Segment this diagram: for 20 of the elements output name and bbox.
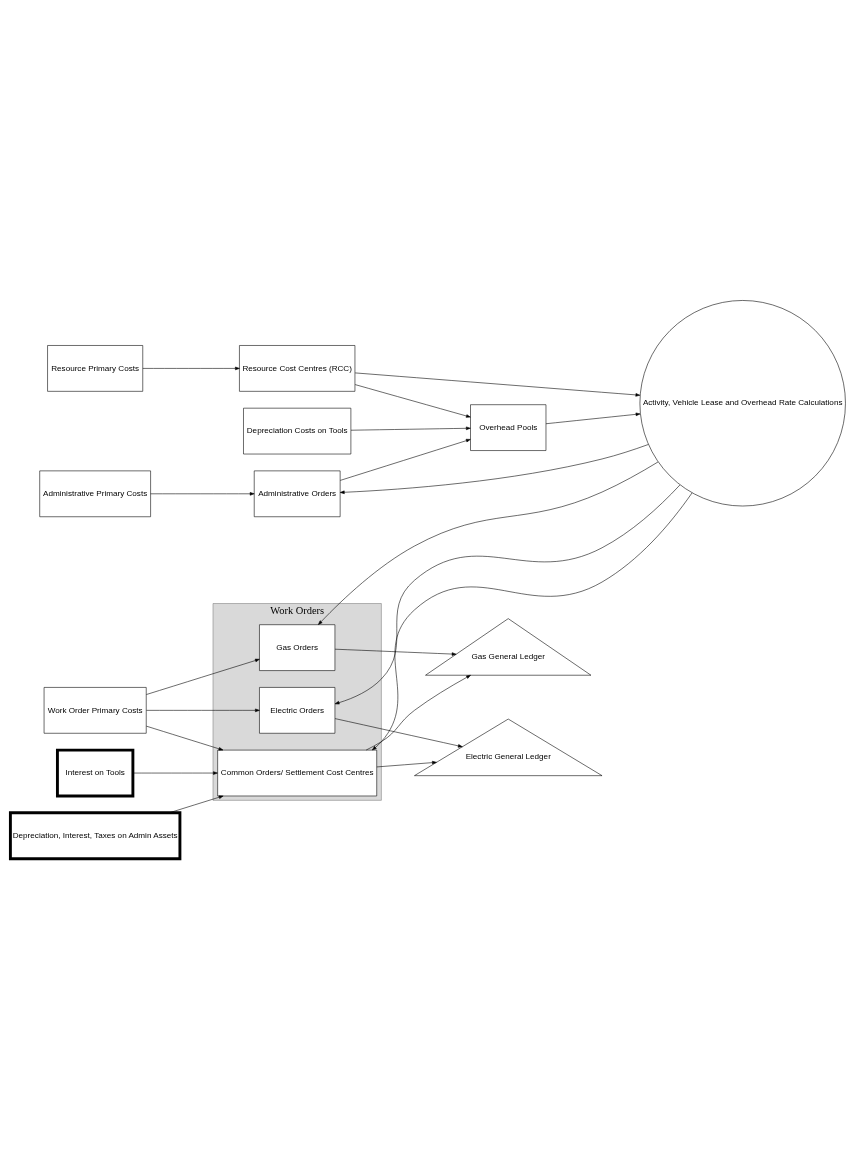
arrow [334, 484, 681, 705]
arrow [318, 461, 659, 625]
arrow [146, 708, 260, 713]
arrow [146, 658, 260, 695]
arrow [371, 492, 693, 751]
arrow [365, 674, 471, 751]
arrow [169, 795, 224, 814]
arrow [142, 366, 240, 371]
arrow [339, 444, 649, 494]
arrow [146, 725, 224, 751]
arrow [150, 492, 255, 496]
arrow [132, 771, 218, 775]
arrow [334, 718, 463, 748]
arrow [354, 384, 471, 418]
arrow [339, 438, 471, 481]
arrow [376, 760, 437, 768]
arrow [545, 412, 641, 425]
arrow [354, 372, 641, 397]
arrow [350, 426, 471, 431]
arrow [334, 648, 457, 656]
